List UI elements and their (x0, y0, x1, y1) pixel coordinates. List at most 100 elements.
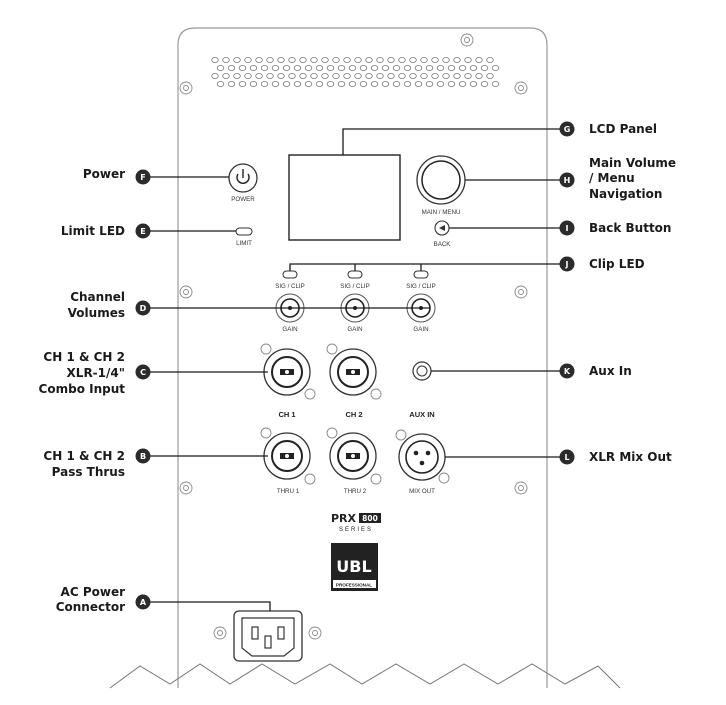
vent-hole (326, 65, 335, 72)
vent-hole (447, 65, 456, 72)
vent-hole (431, 73, 439, 80)
vent-hole (332, 57, 340, 64)
vent-hole (431, 57, 439, 64)
back-button[interactable] (434, 220, 450, 236)
combo-input-ch2[interactable] (326, 343, 382, 400)
vent-hole (211, 73, 219, 80)
label-E-line1: Limit LED (61, 224, 125, 238)
label-F-line1: Power (83, 167, 125, 181)
vent-hole (425, 65, 434, 72)
xlr-mix-out-jack[interactable] (395, 429, 450, 484)
power-button[interactable] (228, 163, 258, 193)
vent-hole (266, 57, 274, 64)
mounting-holes (179, 33, 528, 495)
combo-input-ch1[interactable] (260, 343, 316, 400)
label-C-line2: XLR-1/4" (67, 366, 125, 380)
label-L-line1: XLR Mix Out (589, 450, 672, 464)
vent-hole (425, 81, 434, 88)
vent-hole (480, 81, 489, 88)
vent-hole (282, 65, 291, 72)
vent-hole (420, 73, 428, 80)
vent-hole (216, 81, 225, 88)
prx-series-logo: PRX 800 SERIES (331, 512, 381, 533)
callout-J: J Clip LED (559, 256, 645, 272)
vent-hole (370, 81, 379, 88)
leader-lines (143, 128, 567, 611)
aux-in-jack[interactable] (412, 361, 432, 381)
label-H-line2: / Menu (589, 171, 635, 185)
vent-hole (469, 65, 478, 72)
vent-hole (227, 81, 236, 88)
main-menu-label: MAIN / MENU (422, 209, 461, 216)
vent-hole (222, 57, 230, 64)
vent-hole (321, 73, 329, 80)
vent-hole (436, 65, 445, 72)
vent-hole (381, 65, 390, 72)
vent-hole (464, 73, 472, 80)
clip-led-2 (347, 270, 363, 279)
vent-hole (299, 57, 307, 64)
badge-J: J (565, 260, 569, 269)
vent-hole (260, 65, 269, 72)
vent-hole (255, 57, 263, 64)
vent-hole (403, 81, 412, 88)
vent-hole (414, 81, 423, 88)
vent-hole (442, 73, 450, 80)
label-A-line1: AC Power (61, 585, 126, 599)
vent-hole (486, 57, 494, 64)
label-K-line1: Aux In (589, 364, 632, 378)
vent-hole (392, 65, 401, 72)
badge-H: H (564, 176, 571, 185)
label-A-line2: Connector (56, 600, 125, 614)
badge-C: C (140, 368, 146, 377)
callout-C: C CH 1 & CH 2 XLR-1/4" Combo Input (39, 350, 151, 396)
power-label: POWER (231, 196, 255, 203)
vent-hole (293, 65, 302, 72)
label-C-line1: CH 1 & CH 2 (43, 350, 125, 364)
badge-D: D (140, 304, 147, 313)
vent-hole (387, 73, 395, 80)
main-volume-knob[interactable] (416, 155, 466, 205)
vent-hole (376, 73, 384, 80)
vent-hole (475, 57, 483, 64)
vent-hole (211, 57, 219, 64)
vent-hole (288, 73, 296, 80)
badge-B: B (140, 452, 146, 461)
label-H-line3: Navigation (589, 187, 662, 201)
gain-label-1: GAIN (282, 326, 297, 333)
vent-hole (277, 57, 285, 64)
sig-clip-label-1: SIG / CLIP (275, 283, 305, 290)
label-B-line2: Pass Thrus (52, 465, 125, 479)
vent-hole (310, 73, 318, 80)
callout-A: A AC Power Connector (56, 585, 151, 614)
vent-hole (464, 57, 472, 64)
vent-hole (343, 57, 351, 64)
thru-jack-2[interactable] (326, 427, 382, 485)
badge-G: G (564, 125, 571, 134)
back-label: BACK (434, 241, 452, 248)
vent-hole (282, 81, 291, 88)
brand-name: UBL (336, 557, 371, 576)
aux-in-label: AUX IN (409, 410, 434, 419)
vent-hole (458, 81, 467, 88)
vent-hole (359, 81, 368, 88)
vent-hole (260, 81, 269, 88)
vent-hole (414, 65, 423, 72)
vent-hole (491, 65, 500, 72)
thru1-label: THRU 1 (277, 488, 300, 495)
vent-hole (475, 73, 483, 80)
vent-hole (398, 73, 406, 80)
brand-sub: PROFESSIONAL (336, 583, 372, 588)
vent-hole (227, 65, 236, 72)
vent-hole (337, 65, 346, 72)
model-suffix: 800 (362, 514, 378, 523)
vent-hole (299, 73, 307, 80)
vent-hole (469, 81, 478, 88)
vent-hole (409, 57, 417, 64)
ac-power-connector[interactable] (213, 610, 322, 662)
callout-E: E Limit LED (61, 223, 151, 239)
thru-jack-1[interactable] (260, 427, 316, 485)
vent-hole (326, 81, 335, 88)
limit-label: LIMIT (236, 240, 252, 247)
